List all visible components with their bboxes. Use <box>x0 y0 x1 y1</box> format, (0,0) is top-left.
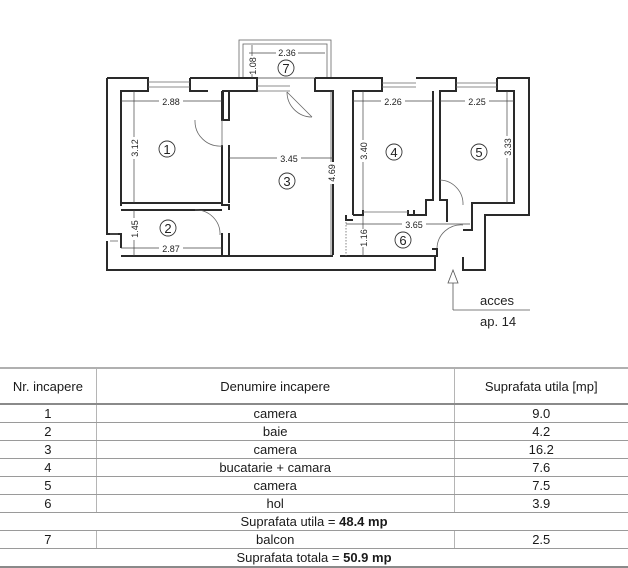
dim-balcony-width: 2.36 <box>278 48 296 58</box>
cell-room-area: 9.0 <box>454 404 628 423</box>
header-room-number: Nr. incapere <box>0 367 97 405</box>
cell-room-name: balcon <box>96 530 455 549</box>
balcony-outline <box>238 39 332 79</box>
cell-room-area: 7.5 <box>454 476 628 495</box>
room-number-5: 5 <box>475 145 482 160</box>
access-marker: acces ap. 14 <box>447 268 530 329</box>
table-header-row: Nr. incapere Denumire incapere Suprafata… <box>0 367 628 405</box>
table-row: 7 balcon 2.5 <box>0 530 628 549</box>
header-room-name: Denumire incapere <box>96 367 455 405</box>
exterior-walls <box>106 77 530 271</box>
cell-room-area: 4.2 <box>454 422 628 441</box>
subtotal-cell: Suprafata utila = 48.4 mp <box>0 512 628 531</box>
room-number-6: 6 <box>399 233 406 248</box>
room-number-7: 7 <box>282 61 289 76</box>
dim-balcony-depth: 1.08 <box>248 57 258 75</box>
cell-room-number: 5 <box>0 476 97 495</box>
dim-hall-height: 1.16 <box>359 229 369 247</box>
room-number-1: 1 <box>163 142 170 157</box>
dim-room1-height: 3.12 <box>130 139 140 157</box>
room-area-table: Nr. incapere Denumire incapere Suprafata… <box>0 367 628 568</box>
access-apartment-label: ap. 14 <box>480 314 516 329</box>
dim-room3-height: 4.69 <box>327 164 337 182</box>
total-row: Suprafata totala = 50.9 mp <box>0 548 628 568</box>
cell-room-name: hol <box>96 494 455 513</box>
cell-room-number: 2 <box>0 422 97 441</box>
header-useful-area: Suprafata utila [mp] <box>454 367 628 405</box>
access-arrow-icon <box>447 268 459 284</box>
cell-room-number: 3 <box>0 440 97 459</box>
dim-room2-width: 2.87 <box>162 244 180 254</box>
room-number-2: 2 <box>164 221 171 236</box>
subtotal-row: Suprafata utila = 48.4 mp <box>0 512 628 531</box>
dim-room2-height: 1.45 <box>130 220 140 238</box>
subtotal-value: 48.4 mp <box>339 514 388 529</box>
subtotal-label: Suprafata utila = <box>240 514 340 529</box>
dim-room4-height: 3.40 <box>359 142 369 160</box>
total-label: Suprafata totala = <box>236 550 344 565</box>
cell-room-number: 7 <box>0 530 97 549</box>
dim-hall-width: 3.65 <box>405 220 423 230</box>
dimension-labels: 2.36 1.08 2.88 3.12 3.45 4.69 2.26 3.40 … <box>129 47 513 254</box>
access-label: acces <box>480 293 514 308</box>
dim-room4-width: 2.26 <box>384 97 402 107</box>
dim-room3-width: 3.45 <box>280 154 298 164</box>
table-row: 2 baie 4.2 <box>0 422 628 441</box>
cell-room-number: 4 <box>0 458 97 477</box>
table-row: 3 camera 16.2 <box>0 440 628 459</box>
room-number-3: 3 <box>283 174 290 189</box>
room-markers: 7 1 2 3 4 5 6 <box>158 59 488 249</box>
room-number-4: 4 <box>390 145 397 160</box>
floor-plan: 2.36 1.08 2.88 3.12 3.45 4.69 2.26 3.40 … <box>106 39 530 329</box>
cell-room-name: baie <box>96 422 455 441</box>
cell-room-name: camera <box>96 440 455 459</box>
total-value: 50.9 mp <box>343 550 392 565</box>
cell-room-area: 16.2 <box>454 440 628 459</box>
cell-room-area: 3.9 <box>454 494 628 513</box>
total-cell: Suprafata totala = 50.9 mp <box>0 548 628 568</box>
table-row: 6 hol 3.9 <box>0 494 628 513</box>
dim-room1-width: 2.88 <box>162 97 180 107</box>
cell-room-number: 1 <box>0 404 97 423</box>
dimension-lines <box>121 45 514 256</box>
cell-room-name: bucatarie + camara <box>96 458 455 477</box>
table-row: 1 camera 9.0 <box>0 404 628 423</box>
table-row: 5 camera 7.5 <box>0 476 628 495</box>
cell-room-name: camera <box>96 476 455 495</box>
cell-room-number: 6 <box>0 494 97 513</box>
cell-room-name: camera <box>96 404 455 423</box>
cell-room-area: 2.5 <box>454 530 628 549</box>
door-swings <box>194 91 464 249</box>
dim-room5-width: 2.25 <box>468 97 486 107</box>
windows <box>110 81 497 256</box>
cell-room-area: 7.6 <box>454 458 628 477</box>
dim-room5-height: 3.33 <box>503 138 513 156</box>
table-row: 4 bucatarie + camara 7.6 <box>0 458 628 477</box>
